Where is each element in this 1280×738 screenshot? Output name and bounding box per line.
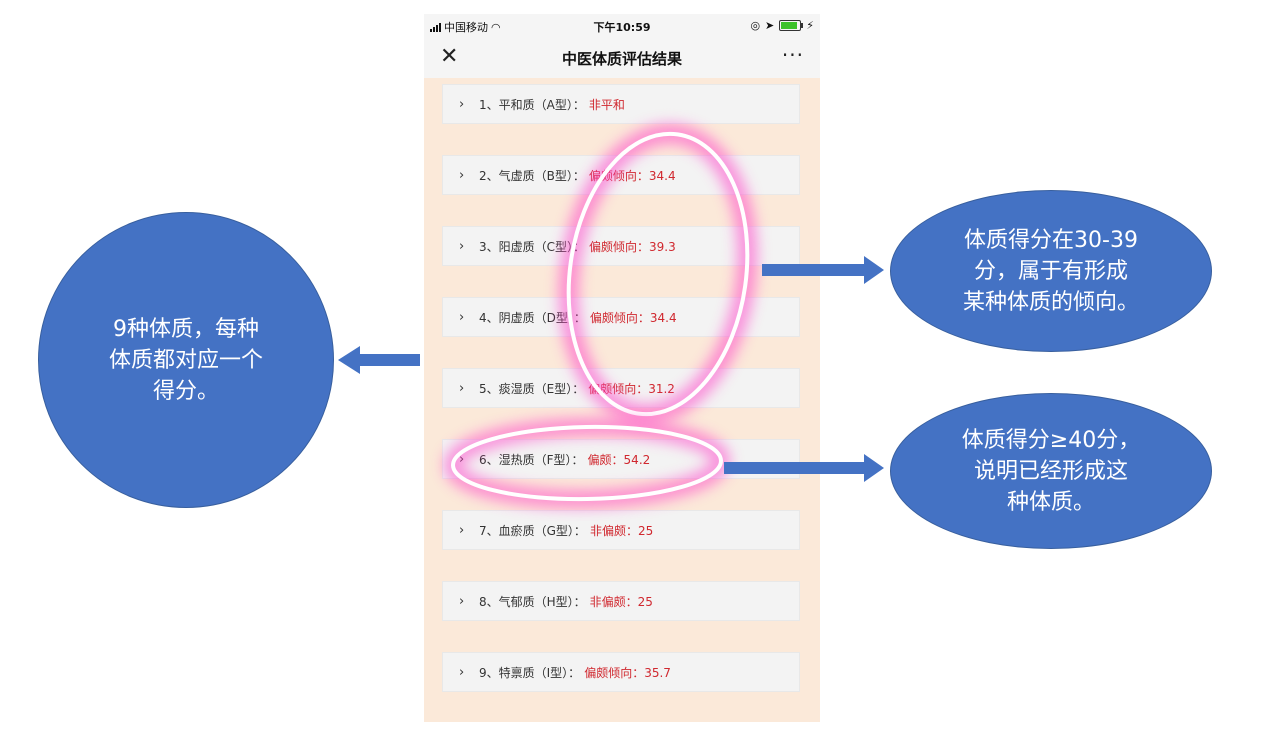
- charging-icon: ⚡: [806, 19, 814, 32]
- status-indicators: ◎ ➤ ⚡: [750, 19, 814, 32]
- list-item-6[interactable]: › 6、湿热质（F型）： 偏颇：54.2: [442, 439, 800, 479]
- item-result: 非偏颇：25: [589, 523, 654, 538]
- chevron-right-icon: ›: [459, 522, 465, 538]
- page-title: 中医体质评估结果: [561, 50, 682, 68]
- arrow-left: [338, 346, 420, 374]
- item-label: 8、气郁质（H型）：: [479, 594, 586, 609]
- item-result: 非偏颇：25: [589, 594, 653, 609]
- more-icon[interactable]: ···: [781, 43, 804, 67]
- item-label: 6、湿热质（F型）：: [479, 452, 584, 467]
- status-bar: 中国移动 ◠ 下午10:59 ◎ ➤ ⚡: [424, 14, 820, 38]
- item-label: 1、平和质（A型）：: [479, 97, 585, 112]
- list-item-7[interactable]: › 7、血瘀质（G型）： 非偏颇：25: [442, 510, 800, 550]
- annotation-bubble-formed: 体质得分≥40分， 说明已经形成这 种体质。: [890, 393, 1212, 549]
- list-item-2[interactable]: › 2、气虚质（B型）： 偏颇倾向：34.4: [442, 155, 800, 195]
- list-item-1[interactable]: › 1、平和质（A型）： 非平和: [442, 84, 800, 124]
- item-result: 偏颇倾向：34.4: [588, 168, 676, 183]
- item-result: 偏颇：54.2: [587, 452, 651, 467]
- item-result: 偏颇倾向：34.4: [589, 310, 677, 325]
- annotation-line: 说明已经形成这: [973, 458, 1128, 484]
- chevron-right-icon: ›: [459, 664, 465, 680]
- list-item-4[interactable]: › 4、阴虚质（D型）： 偏颇倾向：34.4: [442, 297, 800, 337]
- close-icon[interactable]: ✕: [440, 44, 459, 69]
- annotation-bubble-left: 9种体质，每种 体质都对应一个 得分。: [38, 212, 334, 508]
- chevron-right-icon: ›: [459, 238, 465, 254]
- carrier-group: 中国移动 ◠: [430, 19, 501, 35]
- annotation-line: 得分。: [152, 378, 219, 404]
- annotation-line: 种体质。: [1006, 489, 1095, 515]
- chevron-right-icon: ›: [459, 593, 465, 609]
- annotation-line: 体质得分在30-39: [964, 227, 1138, 253]
- item-label: 9、特禀质（I型）：: [479, 665, 581, 680]
- item-label: 7、血瘀质（G型）：: [479, 523, 586, 538]
- item-label: 5、痰湿质（E型）：: [479, 381, 585, 396]
- location-icon: ➤: [765, 19, 775, 32]
- battery-fill: [781, 22, 798, 29]
- list-item-9[interactable]: › 9、特禀质（I型）： 偏颇倾向：35.7: [442, 652, 800, 692]
- carrier-name: 中国移动: [444, 21, 488, 34]
- item-result: 偏颇倾向：35.7: [584, 665, 671, 680]
- list-item-5[interactable]: › 5、痰湿质（E型）： 偏颇倾向：31.2: [442, 368, 800, 408]
- wifi-icon: ◠: [491, 20, 501, 34]
- annotation-line: 某种体质的倾向。: [962, 289, 1139, 315]
- item-result: 偏颇倾向：39.3: [589, 239, 676, 254]
- annotation-bubble-tendency: 体质得分在30-39 分，属于有形成 某种体质的倾向。: [890, 190, 1212, 352]
- item-label: 2、气虚质（B型）：: [479, 168, 585, 183]
- chevron-right-icon: ›: [459, 167, 465, 183]
- status-time: 下午10:59: [593, 21, 651, 34]
- annotation-line: 体质都对应一个: [108, 347, 263, 373]
- list-item-8[interactable]: › 8、气郁质（H型）： 非偏颇：25: [442, 581, 800, 621]
- phone-screenshot: 中国移动 ◠ 下午10:59 ◎ ➤ ⚡ ✕ 中医体质评估结果 ··· › 1、…: [424, 14, 820, 722]
- signal-icon: [430, 22, 441, 32]
- battery-icon: [779, 20, 804, 31]
- item-label: 4、阴虚质（D型）：: [479, 310, 586, 325]
- item-result: 偏颇倾向：31.2: [588, 381, 675, 396]
- chevron-right-icon: ›: [459, 451, 465, 467]
- nav-bar: ✕ 中医体质评估结果 ···: [424, 38, 820, 78]
- chevron-right-icon: ›: [459, 96, 465, 112]
- chevron-right-icon: ›: [459, 309, 465, 325]
- item-result: 非平和: [588, 97, 625, 112]
- item-label: 3、阳虚质（C型）：: [479, 239, 586, 254]
- list-item-3[interactable]: › 3、阳虚质（C型）： 偏颇倾向：39.3: [442, 226, 800, 266]
- chevron-right-icon: ›: [459, 380, 465, 396]
- annotation-line: 9种体质，每种: [113, 316, 259, 342]
- annotation-line: 体质得分≥40分，: [961, 427, 1141, 453]
- annotation-line: 分，属于有形成: [973, 258, 1128, 284]
- alarm-icon: ◎: [750, 19, 761, 32]
